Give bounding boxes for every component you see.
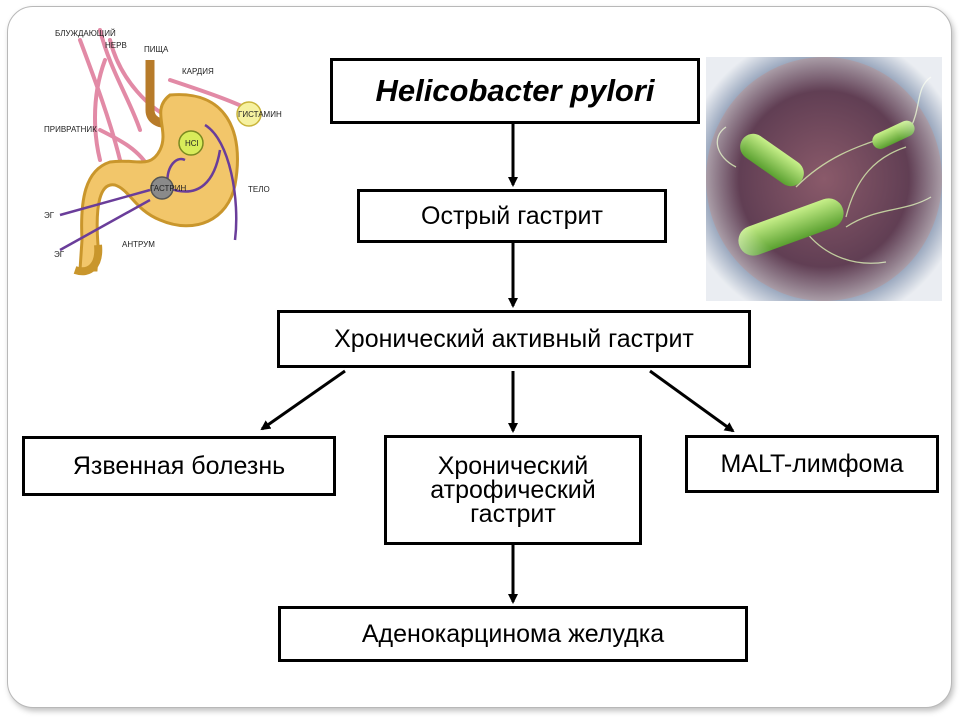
- node-peptic-ulcer: Язвенная болезнь: [22, 436, 336, 496]
- node-adeno-text: Аденокарцинома желудка: [361, 619, 665, 648]
- histamine-cell: [236, 101, 262, 127]
- label-vagus: БЛУЖДАЮЩИЙ: [55, 29, 116, 38]
- label-cardia: КАРДИЯ: [182, 67, 214, 76]
- arrow-chronic-to-ulcer: [260, 369, 346, 431]
- label-eg-2: ЭГ: [54, 250, 65, 259]
- label-hcl: HCl: [185, 139, 199, 148]
- node-atrophic-text: Хронический атрофический гастрит: [430, 452, 596, 528]
- h-pylori-photo: [706, 57, 942, 301]
- node-malt-lymphoma: MALT-лимфома: [685, 435, 939, 493]
- node-chronic-active-gastritis: Хронический активный гастрит: [277, 310, 751, 368]
- node-helicobacter-pylori: Helicobacter pylori: [330, 58, 700, 124]
- node-ulcer-text: Язвенная болезнь: [72, 451, 286, 480]
- node-chronic-atrophic-gastritis: Хронический атрофический гастрит: [384, 435, 642, 545]
- arrow-chronic-to-malt: [649, 369, 735, 433]
- node-malt-text: MALT-лимфома: [720, 449, 904, 478]
- gastrin-cell: [150, 176, 174, 200]
- label-histamine: ГИСТАМИН: [238, 110, 282, 119]
- node-title-text: Helicobacter pylori: [375, 73, 655, 108]
- label-eg-1: ЭГ: [44, 211, 55, 220]
- node-chronic-text: Хронический активный гастрит: [334, 324, 694, 353]
- label-body: ТЕЛО: [248, 185, 270, 194]
- node-acute-text: Острый гастрит: [421, 201, 603, 230]
- label-food: ПИЩА: [144, 45, 169, 54]
- node-gastric-adenocarcinoma: Аденокарцинома желудка: [278, 606, 748, 662]
- label-gastrin: ГАСТРИН: [150, 184, 186, 193]
- label-antrum: АНТРУМ: [122, 240, 155, 249]
- hcl-cell: [178, 130, 204, 156]
- label-pylorus: ПРИВРАТНИК: [44, 125, 97, 134]
- node-acute-gastritis: Острый гастрит: [357, 189, 667, 243]
- label-nerve: НЕРВ: [105, 41, 127, 50]
- stomach-anatomy-illustration: БЛУЖДАЮЩИЙ НЕРВ ПИЩА КАРДИЯ ГИСТАМИН ПРИ…: [44, 28, 282, 276]
